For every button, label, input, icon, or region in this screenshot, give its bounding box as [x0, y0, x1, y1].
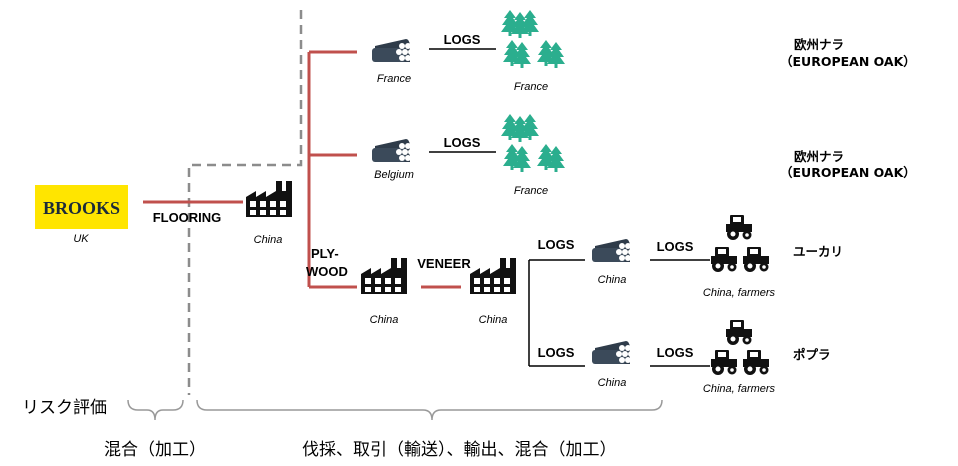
mixing-label: 混合（加工） [104, 440, 206, 460]
logs-france-location: France [377, 73, 411, 85]
risk-assessment-label: リスク評価 [22, 398, 107, 418]
logs-label-6: LOGS [657, 345, 694, 360]
farmers-2-location: China, farmers [703, 383, 776, 395]
logs-icon [372, 139, 417, 162]
species-oak-2-en: （EUROPEAN OAK） [780, 165, 916, 180]
species-eucalyptus: ユーカリ [793, 244, 843, 259]
logs-china-1-location: China [598, 274, 627, 286]
risk-boundary-dashed [187, 10, 303, 395]
brooks-logo-text: BROOKS [43, 198, 120, 218]
forest-2-location: France [514, 185, 548, 197]
logs-label-1: LOGS [444, 32, 481, 47]
species-oak-1-jp: 欧州ナラ [794, 37, 844, 52]
logs-label-5: LOGS [538, 345, 575, 360]
farmers-1-location: China, farmers [703, 287, 776, 299]
forest-icon [501, 10, 565, 68]
brooks-location: UK [73, 233, 89, 245]
supply-lines [143, 50, 461, 289]
logs-belgium-location: Belgium [374, 169, 414, 181]
bracket-mixing [127, 399, 184, 421]
factory-plywood-location: China [370, 314, 399, 326]
forest-1-location: France [514, 81, 548, 93]
bracket-process [196, 399, 663, 421]
factory-veneer-location: China [479, 314, 508, 326]
factory-icon [361, 258, 407, 294]
logs-label-4: LOGS [657, 239, 694, 254]
tractor-icon [711, 320, 769, 375]
flooring-label: FLOORING [153, 210, 222, 225]
logs-icon [592, 341, 637, 364]
logs-icon [592, 239, 637, 262]
species-oak-2-jp: 欧州ナラ [794, 149, 844, 164]
veneer-label: VENEER [417, 256, 471, 271]
plywood-label-2: WOOD [306, 264, 348, 279]
factory-icon [246, 181, 292, 217]
brooks-logo: BROOKS [35, 185, 128, 229]
logs-label-2: LOGS [444, 135, 481, 150]
logs-china-2-location: China [598, 377, 627, 389]
species-oak-1-en: （EUROPEAN OAK） [780, 54, 916, 69]
logs-label-3: LOGS [538, 237, 575, 252]
process-label: 伐採、取引（輸送）、輸出、混合（加工） [302, 440, 617, 460]
plywood-label-1: PLY- [311, 246, 339, 261]
tractor-icon [711, 215, 769, 272]
connector-lines [429, 48, 710, 367]
logs-icon [372, 39, 417, 62]
forest-icon [501, 114, 565, 172]
species-poplar: ポプラ [793, 347, 831, 362]
factory-icon [470, 258, 516, 294]
factory-main-location: China [254, 234, 283, 246]
